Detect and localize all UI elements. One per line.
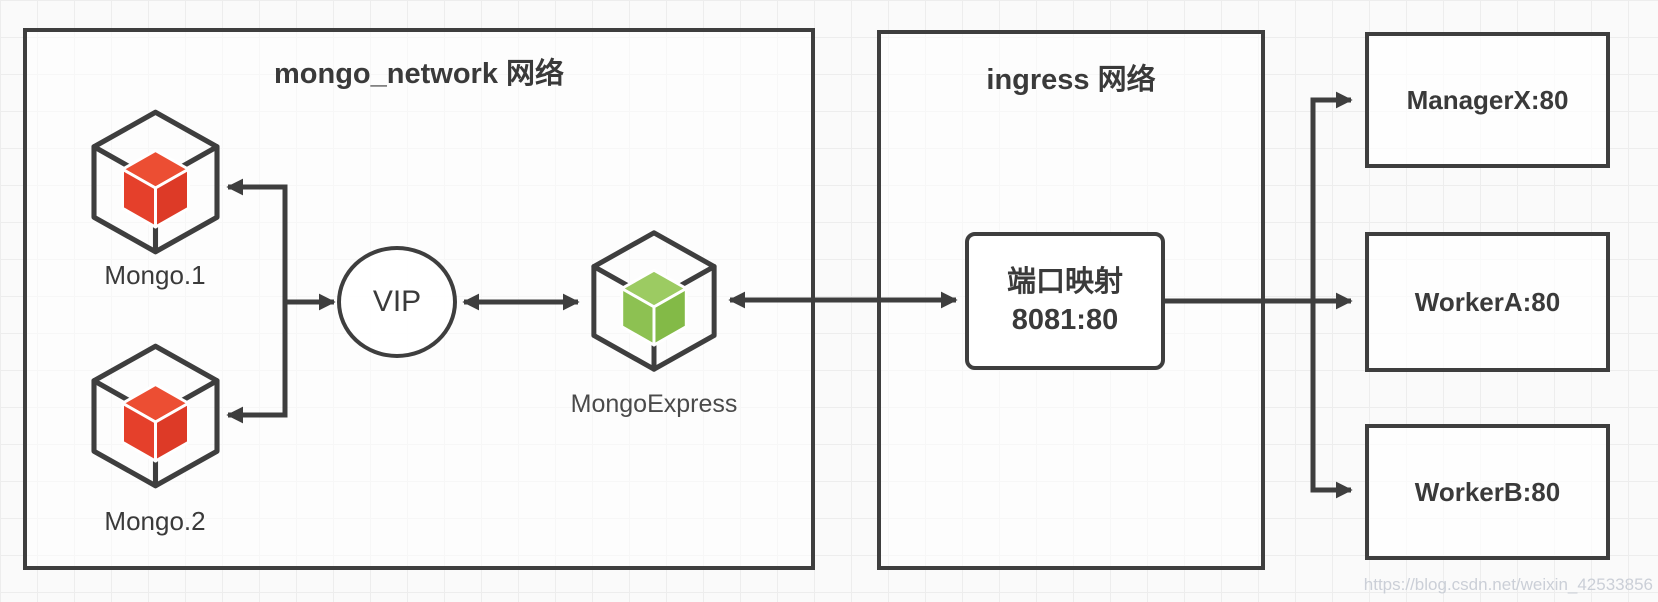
- workera-label: WorkerA:80: [1414, 286, 1561, 317]
- port-mapping-title: 端口映射: [1006, 266, 1123, 298]
- port-mapping-value: 8081:80: [1011, 304, 1119, 336]
- mongo2-label: Mongo.2: [104, 506, 206, 536]
- node-box-workerb: WorkerB:80: [1365, 424, 1610, 560]
- vip-label: VIP: [372, 285, 422, 318]
- node-box-managerx: ManagerX:80: [1365, 32, 1610, 168]
- connector-branch-managerx: [1310, 91, 1353, 301]
- vip-circle: VIP: [337, 246, 457, 358]
- mongoexpress-container-cube-icon: [591, 230, 717, 372]
- managerx-label: ManagerX:80: [1406, 84, 1569, 115]
- mongoexpress-label: MongoExpress: [570, 390, 738, 418]
- connector-branch-workerb: [1310, 301, 1353, 499]
- workerb-label: WorkerB:80: [1414, 476, 1561, 507]
- node-box-workera: WorkerA:80: [1365, 232, 1610, 372]
- mongo-network-title: mongo_network 网络: [273, 58, 564, 90]
- watermark-url: https://blog.csdn.net/weixin_42533856: [1363, 575, 1653, 594]
- mongo2-container-cube-icon: [91, 343, 220, 489]
- ingress-network-title: ingress 网络: [986, 64, 1156, 96]
- mongo1-label: Mongo.1: [104, 260, 206, 290]
- mongo1-container-cube-icon: [91, 109, 220, 255]
- port-mapping-box: 端口映射 8081:80: [965, 232, 1165, 370]
